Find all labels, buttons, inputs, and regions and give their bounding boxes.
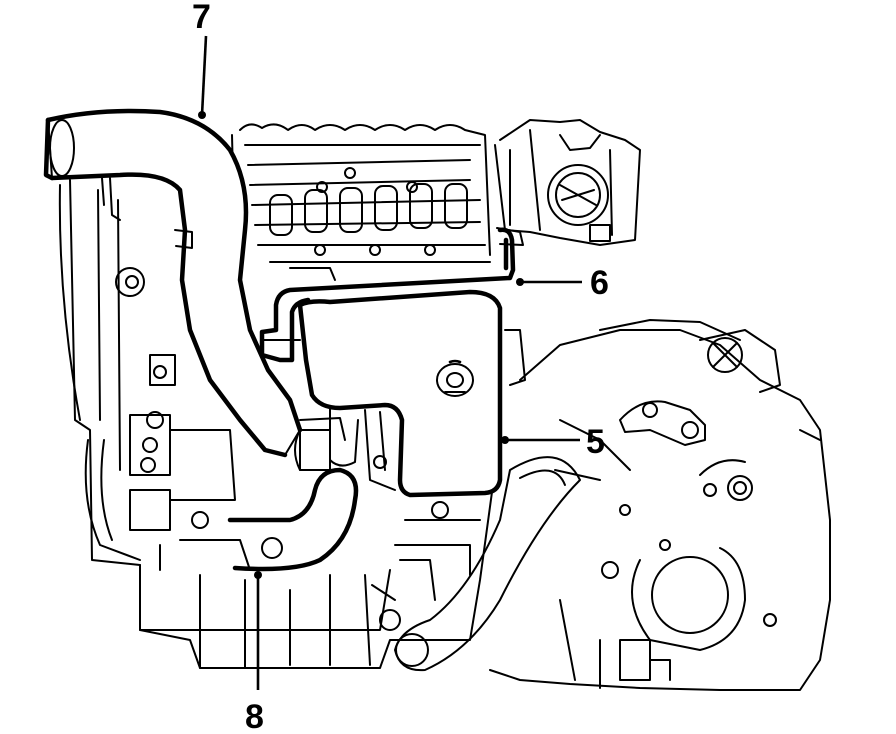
engine-block bbox=[58, 179, 501, 669]
callout-5: 5 bbox=[501, 423, 605, 461]
throttle-body bbox=[494, 119, 641, 246]
gearbox bbox=[489, 319, 831, 691]
callout-7: 7 bbox=[192, 0, 211, 119]
callout-label-8: 8 bbox=[245, 698, 264, 734]
air-intake-hose bbox=[43, 108, 303, 458]
callout-label-5: 5 bbox=[586, 423, 605, 461]
intake-manifold bbox=[231, 123, 491, 281]
callout-label-7: 7 bbox=[192, 0, 211, 36]
coolant-hose-upper bbox=[259, 227, 524, 363]
expansion-tank bbox=[297, 289, 526, 498]
callout-6: 6 bbox=[516, 264, 609, 302]
coolant-pipe bbox=[394, 456, 581, 672]
callout-label-6: 6 bbox=[590, 264, 609, 302]
callout-8: 8 bbox=[245, 571, 264, 734]
lower-coolant-hose bbox=[227, 417, 359, 572]
